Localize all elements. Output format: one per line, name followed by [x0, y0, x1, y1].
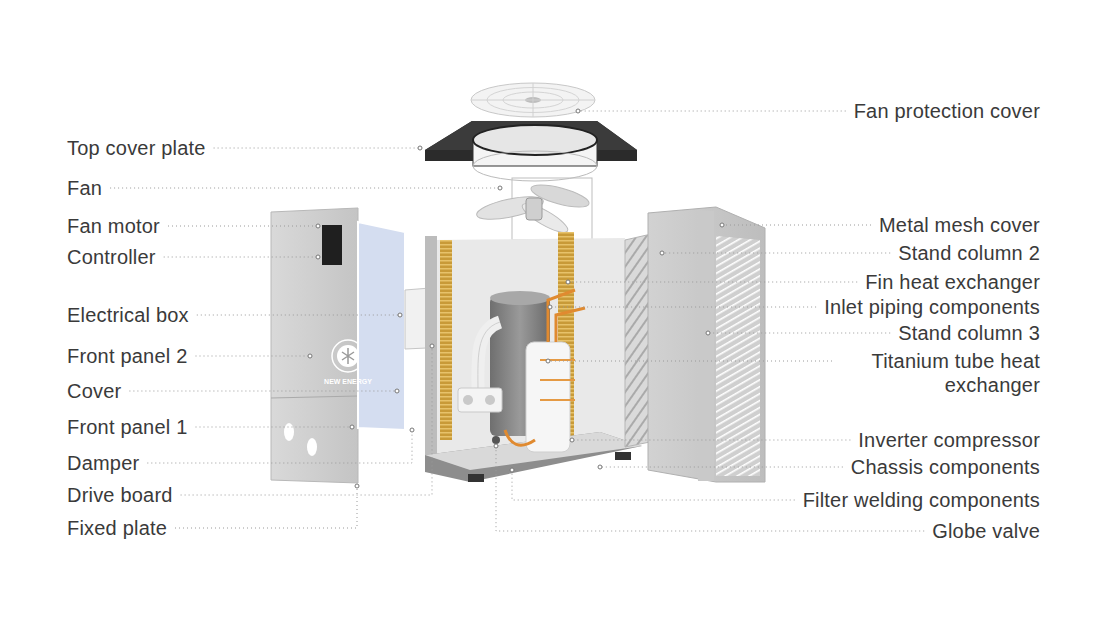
part-label: Titanium tube heat exchanger [840, 349, 1040, 397]
chassis [425, 232, 642, 482]
leader-dot [498, 186, 502, 190]
logo-watermark: NEW ENERGY [324, 378, 372, 386]
leader-line [662, 253, 890, 254]
part-label: Filter welding components [803, 488, 1040, 512]
part-label: Globe valve [932, 519, 1040, 543]
leader-line [129, 391, 397, 392]
leader-dot [395, 389, 399, 393]
leader-line [196, 356, 311, 357]
part-label: Chassis components [851, 455, 1040, 479]
leader-line [110, 188, 500, 189]
leader-dot [706, 331, 710, 335]
leader-line [568, 282, 857, 283]
leader-line [164, 257, 318, 258]
top-cover-plate [425, 121, 637, 181]
leader-line [512, 470, 795, 500]
leader-dot [316, 255, 320, 259]
leader-dot [355, 484, 359, 488]
part-label: Fin heat exchanger [865, 270, 1040, 294]
leader-line [175, 486, 357, 528]
leader-line [196, 427, 353, 428]
leader-dot [598, 465, 602, 469]
part-label: Inlet piping components [824, 295, 1040, 319]
leader-dot [410, 428, 414, 432]
part-label: Fixed plate [67, 516, 167, 540]
leader-dot [510, 468, 514, 472]
leader-dot [494, 444, 498, 448]
leader-line [181, 346, 432, 495]
fan [475, 178, 592, 240]
part-label: Drive board [67, 483, 173, 507]
leader-dot [430, 344, 434, 348]
leader-line [722, 225, 871, 226]
part-label: Controller [67, 245, 156, 269]
leader-dot [316, 224, 320, 228]
side-panel [625, 207, 765, 482]
leader-line [214, 148, 420, 149]
leader-dot [548, 305, 552, 309]
leader-dot [576, 109, 580, 113]
part-label: Electrical box [67, 303, 189, 327]
part-label: Front panel 1 [67, 415, 187, 439]
leader-line [600, 467, 843, 468]
leader-dot [570, 438, 574, 442]
leader-dot [308, 354, 312, 358]
part-label: Inverter compressor [858, 428, 1040, 452]
leader-dot [398, 313, 402, 317]
leader-line [197, 315, 400, 316]
leader-dot [660, 251, 664, 255]
part-label: Front panel 2 [67, 344, 187, 368]
leader-dot [350, 425, 354, 429]
part-label: Stand column 3 [898, 321, 1040, 345]
leader-line [550, 307, 816, 308]
part-label: Damper [67, 451, 139, 475]
leader-dot [720, 223, 724, 227]
part-label: Fan protection cover [854, 99, 1040, 123]
part-label: Cover [67, 379, 121, 403]
leader-line [168, 226, 318, 227]
fan-guard [471, 83, 595, 117]
part-label: Stand column 2 [898, 241, 1040, 265]
leader-dot [566, 280, 570, 284]
leader-line [572, 440, 850, 441]
leader-line [548, 361, 832, 362]
leader-dot [546, 359, 550, 363]
leader-line [708, 333, 890, 334]
part-label: Fan [67, 176, 102, 200]
part-label: Metal mesh cover [879, 213, 1040, 237]
part-label: Fan motor [67, 214, 160, 238]
leader-line [578, 111, 846, 112]
leader-dot [418, 146, 422, 150]
part-label: Top cover plate [67, 136, 206, 160]
